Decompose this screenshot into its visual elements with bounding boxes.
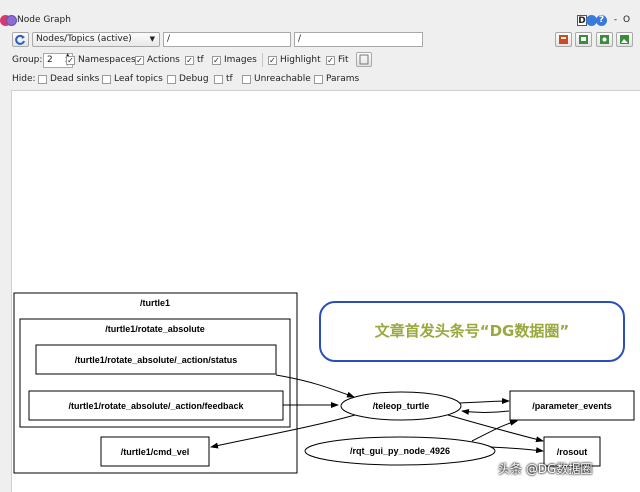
graph-mode-select[interactable]: Nodes/Topics (active) ▼ [32,32,160,47]
topic-status-label: /turtle1/rotate_absolute/_action/status [75,355,238,365]
toolbar-separator [262,53,263,67]
actions-label: Actions [147,55,180,65]
group-label: Group: [12,55,43,65]
topic-filter-input[interactable]: / [294,32,423,47]
cluster-turtle1-label: /turtle1 [140,298,170,308]
leaf-topics-checkbox[interactable] [102,75,111,84]
graph-svg: /turtle1 /turtle1/rotate_absolute /turtl… [13,292,635,474]
dead-sinks-checkbox[interactable] [38,75,47,84]
node-teleop-turtle-label: /teleop_turtle [373,401,430,411]
topic-rosout-box[interactable] [543,436,601,467]
chevron-down-icon: ▼ [149,35,155,43]
images-checkbox[interactable]: ✓ [212,56,221,65]
dead-sinks-label: Dead sinks [50,74,100,84]
hide-tf-checkbox[interactable] [214,75,223,84]
window-title: Node Graph [17,15,71,25]
edge-param-events-to-teleop [461,408,510,415]
unreachable-checkbox[interactable] [242,75,251,84]
save-svg-button[interactable] [596,32,613,47]
node-teleop-turtle[interactable] [340,391,462,421]
graph-canvas[interactable]: /turtle1 /turtle1/rotate_absolute /turtl… [11,90,640,492]
debug-label: Debug [179,74,209,84]
group-value: 2 [47,55,53,65]
title-bar: Node Graph D ? - O [0,12,640,29]
topic-status-box[interactable] [35,344,277,375]
params-label: Params [326,74,360,84]
hide-tf-label: tf [226,74,233,84]
minimize-button[interactable]: - [613,15,618,25]
window-menu-icon[interactable] [0,15,11,26]
load-dot-icon [559,35,568,44]
edge-status-to-teleop [275,374,355,398]
help-icon[interactable]: ? [596,15,607,26]
tf-checkbox[interactable]: ✓ [185,56,194,65]
topic-parameter-events-box[interactable] [509,390,635,421]
watermark: 头条 @DG数据圈 [498,462,593,476]
save-dot-button[interactable] [575,32,592,47]
edge-rqt-to-param-events [471,419,518,442]
reload-icon[interactable] [586,15,597,26]
cluster-turtle1[interactable] [13,292,298,474]
cluster-rotate-absolute[interactable] [19,318,291,428]
actions-checkbox[interactable]: ✓ [135,56,144,65]
namespaces-label: Namespaces [78,55,136,65]
params-checkbox[interactable] [314,75,323,84]
tf-label: tf [197,55,204,65]
app-icon [6,15,17,26]
namespace-filter-input[interactable]: / [163,32,291,47]
highlight-label: Highlight [280,55,321,65]
fit-view-icon [359,54,369,65]
save-dot-icon [579,35,588,44]
promo-banner: 文章首发头条号“DG数据圈” [319,301,625,362]
debug-checkbox[interactable] [167,75,176,84]
save-image-button[interactable] [616,32,633,47]
hide-label: Hide: [12,74,36,84]
cluster-rotate-absolute-label: /turtle1/rotate_absolute [105,324,205,334]
load-dot-button[interactable] [555,32,572,47]
unreachable-label: Unreachable [254,74,311,84]
fit-label: Fit [338,55,349,65]
topic-feedback-label: /turtle1/rotate_absolute/_action/feedbac… [68,401,244,411]
namespaces-checkbox[interactable]: ✓ [66,56,75,65]
topic-rosout-label: /rosout [557,447,588,457]
refresh-icon [15,34,25,45]
node-rqt-gui[interactable] [304,436,496,466]
save-image-icon [620,35,629,44]
images-label: Images [224,55,257,65]
graph-mode-value: Nodes/Topics (active) [36,34,132,44]
topic-cmd-vel-box[interactable] [100,436,210,467]
refresh-button[interactable] [12,32,29,47]
edge-teleop-to-cmd-vel [210,414,356,449]
node-rqt-gui-label: /rqt_gui_py_node_4926 [350,446,450,456]
group-spinbox[interactable]: 2 ▲▼ [43,52,73,68]
topic-cmd-vel-label: /turtle1/cmd_vel [121,447,190,457]
edge-rqt-to-rosout [489,446,544,454]
edge-teleop-to-param-events [458,398,510,405]
close-button[interactable]: O [622,15,631,25]
save-svg-icon [600,35,609,44]
fit-view-button[interactable] [356,52,372,67]
topic-parameter-events-label: /parameter_events [532,401,612,411]
highlight-checkbox[interactable]: ✓ [268,56,277,65]
leaf-topics-label: Leaf topics [114,74,163,84]
fit-checkbox[interactable]: ✓ [326,56,335,65]
